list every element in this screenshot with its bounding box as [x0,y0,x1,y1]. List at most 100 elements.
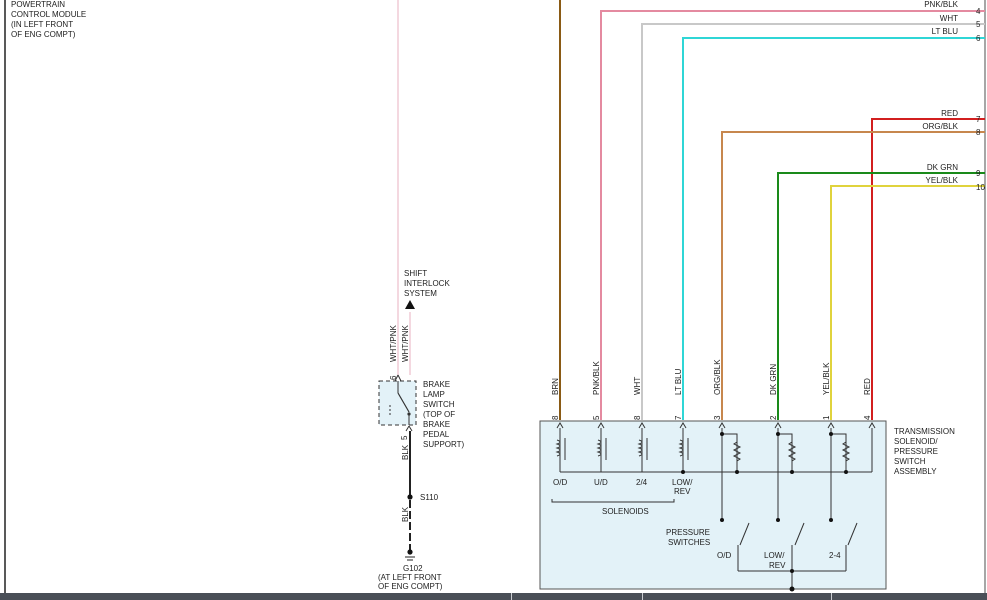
connector-pin-label: 5 [976,20,981,29]
terminal-icon [868,422,876,429]
shift-interlock-line: SYSTEM [404,289,437,298]
connector-wire-label: DK GRN [927,163,958,172]
pin-wire-label: LT BLU [674,368,683,395]
connector-wire-label: LT BLU [932,27,959,36]
junction-dot [789,586,795,592]
pin-number-label: 7 [674,415,683,420]
shift-interlock-line: INTERLOCK [404,279,450,288]
connector-terminal-icon [405,425,413,432]
solenoids-bracket [551,499,675,503]
pcm-label: POWERTRAIN CONTROL MODULE (IN LEFT FRONT… [11,0,86,39]
connector-wire-label: WHT [940,14,958,23]
wire-pnk-blk [600,10,985,420]
resistor-lead [721,428,738,472]
assembly-label-line: TRANSMISSION [894,427,955,436]
arrow-up-icon [405,300,415,309]
assembly-label-line: SOLENOID/ [894,437,938,446]
brake-switch-line: SUPPORT) [423,440,465,449]
pin-wire-label: RED [863,378,872,395]
junction-dot [735,470,739,474]
pressure-switches-label: PRESSURE [666,528,710,537]
pin-wire-label: YEL/BLK [822,362,831,395]
junction-dot [720,432,724,436]
junction-dot [829,518,833,522]
connector-pin-label: 4 [976,7,981,16]
transmission-assembly-label: TRANSMISSION SOLENOID/ PRESSURE SWITCH A… [894,427,955,476]
junction-dot [790,470,794,474]
pcm-connector-right: PNK/BLK 4 WHT 5 LT BLU 6 RED 7 ORG/BLK 8… [922,0,985,192]
resistor-lead [777,428,793,472]
wire-dk-grn [777,172,985,420]
junction-dot [776,432,780,436]
solenoid-labels: O/D U/D 2/4 LOW/ REV SOLENOIDS [553,478,693,516]
brake-switch-line: SWITCH [423,400,455,409]
solenoid-label: U/D [594,478,608,487]
assembly-label-line: ASSEMBLY [894,467,937,476]
switch-label: REV [769,561,786,570]
connector-pin-label: 10 [976,183,985,192]
coil-icon [637,439,643,457]
pin-wire-label: BRN [551,378,560,395]
connector-wire-label: ORG/BLK [922,122,958,131]
wire-label-blk: BLK [401,506,410,522]
assembly-internal-circuit [551,428,873,590]
terminal-icon [597,422,605,429]
brake-switch-line: (TOP OF [423,410,455,419]
wire-yel-blk [830,185,985,420]
connector-pin-label: 6 [976,34,981,43]
transmission-assembly-box [539,420,887,590]
coil-icon [596,439,602,457]
terminal-icon [556,422,564,429]
solenoid-label: REV [674,487,691,496]
pin-label: 5 [400,435,409,440]
bottom-toolbar [0,593,987,600]
solenoid-coils [555,438,689,460]
pressure-switch-blade [739,522,750,546]
pin-number-label: 8 [633,415,642,420]
pin-wire-label: PNK/BLK [592,361,601,395]
brake-switch-line: BRAKE [423,380,450,389]
ground-location-line: OF ENG COMPT) [378,582,443,591]
solenoid-label: O/D [553,478,567,487]
switch-label: O/D [717,551,731,560]
terminal-icon [718,422,726,429]
solenoids-group-label: SOLENOIDS [602,507,649,516]
solenoid-label: LOW/ [672,478,693,487]
pin-number-label: 4 [863,415,872,420]
splice-label: S110 [420,493,439,502]
assembly-terminals [556,422,876,429]
resistor-icon [787,441,797,462]
wire-wht [641,23,985,420]
brake-switch-line: PEDAL [423,430,450,439]
resistor-icon [732,441,742,462]
pcm-label-line: (IN LEFT FRONT [11,20,73,29]
switch-blade-icon [397,392,410,413]
resistors [732,441,851,462]
wire-label-wht-pnk: WHT/PNK [389,324,398,362]
terminal-icon [638,422,646,429]
terminal-icon [827,422,835,429]
connector-pin-label: 7 [976,115,981,124]
pin-label: 6 [389,375,398,380]
switch-label: LOW/ [764,551,785,560]
junction-dot [776,518,780,522]
pin-wire-label: ORG/BLK [713,359,722,395]
switch-label: 2-4 [829,551,841,560]
resistor-lead [830,428,847,472]
pin-number-label: 5 [592,415,601,420]
pressure-switches-label: SWITCHES [668,538,710,547]
junction-dot [790,569,794,573]
brake-lamp-switch-label: BRAKE LAMP SWITCH (TOP OF BRAKE PEDAL SU… [423,380,465,449]
coil-icon [678,439,684,457]
pcm-label-line: POWERTRAIN [11,0,65,9]
shift-interlock-line: SHIFT [404,269,427,278]
pin-number-label: 8 [551,415,560,420]
junction-dot [829,432,833,436]
pin-wire-label: DK GRN [769,364,778,395]
pcm-label-line: OF ENG COMPT) [11,30,76,39]
pressure-switch-labels: PRESSURE SWITCHES O/D LOW/ REV 2-4 [666,528,841,570]
assembly-pin-labels: BRN 8 PNK/BLK 5 WHT 8 LT BLU 7 ORG/BLK 3… [551,359,872,420]
pin-wire-label: WHT [633,377,642,395]
connector-pin-label: 8 [976,128,981,137]
